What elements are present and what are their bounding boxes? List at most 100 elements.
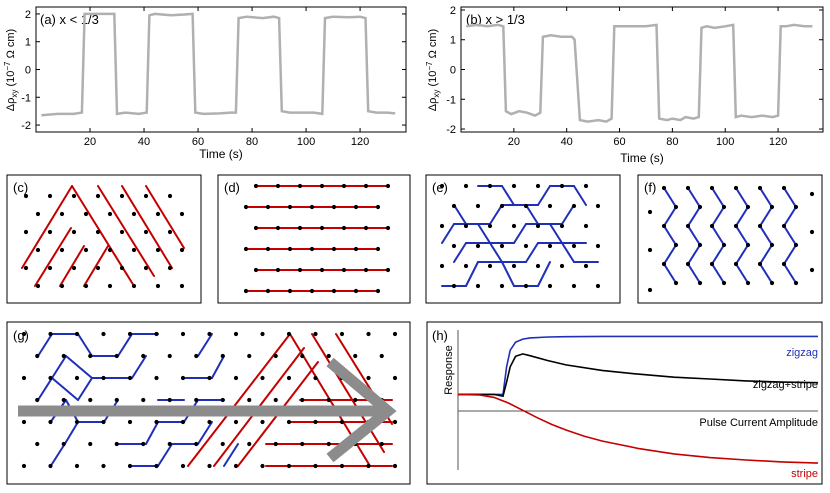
- x-tick-label-b: 80: [666, 136, 678, 148]
- zigzag-bond: [223, 443, 239, 467]
- zigzag-bond: [211, 355, 225, 379]
- lattice-site: [499, 283, 505, 289]
- lattice-site: [167, 397, 172, 403]
- lattice-site: [297, 267, 303, 273]
- lattice-site: [119, 193, 125, 199]
- zigzag-bond: [735, 187, 749, 208]
- panel-c-lattice: [21, 185, 185, 289]
- panel-e-frame: [425, 174, 621, 304]
- y-tick-label-a: -2: [21, 120, 31, 132]
- lattice-site: [35, 397, 40, 403]
- lattice-site: [781, 185, 787, 191]
- zigzag-bond: [759, 244, 773, 265]
- panel-c: (c): [6, 174, 202, 304]
- zigzag-bond: [37, 377, 53, 401]
- zigzag-bond: [759, 263, 773, 284]
- zigzag-bond: [501, 261, 515, 287]
- lattice-site: [180, 375, 186, 381]
- y-tick-label-a: 1: [25, 37, 31, 49]
- zigzag-bond: [51, 377, 79, 401]
- lattice-site: [95, 265, 101, 271]
- lattice-site: [127, 331, 133, 337]
- lattice-site: [179, 247, 185, 253]
- lattice-site: [247, 353, 252, 359]
- lattice-site: [71, 229, 77, 235]
- zigzag-bond: [501, 185, 515, 206]
- lattice-site: [721, 280, 727, 286]
- y-tick-label-a: 2: [25, 9, 31, 21]
- lattice-site: [595, 283, 601, 289]
- zigzag-bond: [441, 223, 455, 244]
- lattice-site: [309, 246, 315, 252]
- lattice-site: [319, 183, 325, 189]
- lattice-site: [392, 463, 398, 469]
- panel-f-lattice: [647, 185, 815, 293]
- x-tick-label-a: 120: [351, 136, 369, 148]
- zigzag-bond: [783, 225, 797, 246]
- lattice-site: [260, 331, 265, 337]
- lattice-site: [319, 267, 325, 273]
- lattice-site: [107, 211, 113, 217]
- lattice-site: [339, 331, 345, 337]
- lattice-site: [463, 223, 469, 229]
- panel-g-label: (g): [13, 328, 29, 343]
- lattice-site: [309, 288, 315, 294]
- lattice-site: [207, 375, 212, 381]
- lattice-site: [155, 247, 161, 253]
- lattice-site: [511, 263, 517, 269]
- lattice-site: [559, 223, 565, 229]
- zigzag-bond: [687, 206, 701, 227]
- lattice-site: [167, 353, 172, 359]
- lattice-site: [487, 263, 493, 269]
- lattice-site: [61, 441, 66, 447]
- lattice-site: [233, 419, 239, 425]
- panel-e: (e): [425, 174, 621, 304]
- lattice-site: [233, 463, 239, 469]
- lattice-site: [535, 263, 541, 269]
- lattice-site: [286, 463, 292, 469]
- y-tick-label-a: -1: [21, 92, 31, 104]
- zigzag-bond: [65, 421, 79, 443]
- h-xlabel: Pulse Current Amplitude: [699, 417, 818, 429]
- lattice-site: [131, 283, 137, 289]
- lattice-site: [286, 331, 292, 337]
- lattice-site: [697, 204, 703, 210]
- lattice-site: [366, 375, 371, 381]
- lattice-site: [363, 225, 369, 231]
- lattice-site: [74, 375, 80, 381]
- x-tick-label-a: 100: [297, 136, 315, 148]
- lattice-site: [379, 441, 384, 447]
- zigzag-bond: [687, 244, 701, 265]
- zigzag-bond: [735, 244, 749, 265]
- lattice-site: [375, 288, 381, 294]
- lattice-site: [47, 265, 53, 271]
- zigzag-bond: [663, 225, 677, 246]
- lattice-site: [757, 185, 763, 191]
- lattice-site: [733, 261, 739, 267]
- lattice-site: [21, 331, 27, 337]
- lattice-site: [339, 463, 345, 469]
- lattice-site: [23, 229, 29, 235]
- lattice-site: [809, 191, 815, 197]
- lattice-site: [253, 225, 259, 231]
- zigzag-bond: [687, 225, 701, 246]
- panel-h-frame: [426, 321, 823, 485]
- lattice-site: [685, 261, 691, 267]
- lattice-site: [59, 211, 65, 217]
- lattice-site: [275, 183, 281, 189]
- zigzag-bond: [65, 355, 93, 379]
- legend-stripe: stripe: [791, 468, 818, 480]
- panel-d-frame: [217, 174, 411, 304]
- lattice-site: [353, 397, 358, 403]
- lattice-site: [809, 267, 815, 273]
- zigzag-bond: [489, 204, 503, 225]
- y-tick-label-b: 2: [450, 5, 456, 17]
- lattice-site: [709, 261, 715, 267]
- lattice-site: [331, 204, 337, 210]
- lattice-site: [273, 441, 278, 447]
- lattice-site: [253, 267, 259, 273]
- lattice-site: [375, 204, 381, 210]
- lattice-site: [273, 397, 278, 403]
